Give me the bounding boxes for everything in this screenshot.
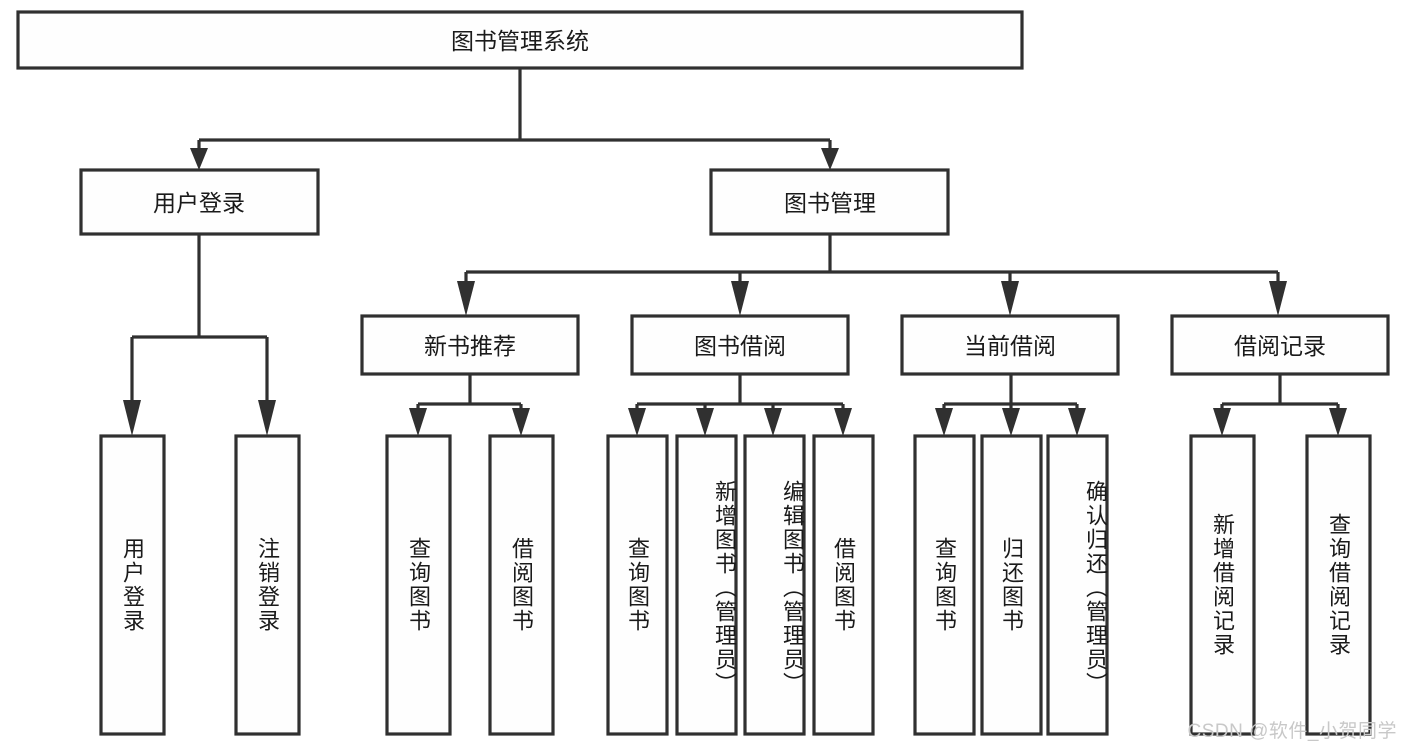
node-book-borrow[interactable]: 图书借阅 xyxy=(630,314,850,376)
arrowhead-leaf-add-book xyxy=(696,408,714,436)
node-current-borrow-box[interactable] xyxy=(900,314,1120,376)
arrowhead-leaf-query-book-1 xyxy=(409,408,427,436)
arrowhead-to-user-login xyxy=(190,148,208,170)
node-leaf-borrow-book-2-box[interactable] xyxy=(812,434,875,736)
node-book-manage-label: 图书管理 xyxy=(784,190,876,216)
arrowhead-leaf-confirm-return xyxy=(1068,408,1086,436)
arrowhead-leaf-query-book-2 xyxy=(628,408,646,436)
node-root[interactable]: 图书管理系统 xyxy=(16,10,1024,70)
node-leaf-add-book-box[interactable] xyxy=(675,434,738,736)
node-borrow-record-box[interactable] xyxy=(1170,314,1390,376)
node-leaf-add-record-box[interactable] xyxy=(1189,434,1256,736)
arrowhead-leaf-add-record xyxy=(1213,408,1231,436)
node-root-label: 图书管理系统 xyxy=(451,28,589,54)
node-root-box[interactable] xyxy=(16,10,1024,70)
arrowhead-leaf-edit-book xyxy=(764,408,782,436)
node-user-login[interactable]: 用户登录 xyxy=(79,168,320,236)
arrowhead-leaf-query-book-3 xyxy=(935,408,953,436)
node-leaf-query-book-2-box[interactable] xyxy=(606,434,669,736)
arrowhead-leaf-logout xyxy=(258,400,276,436)
node-borrow-record[interactable]: 借阅记录 xyxy=(1170,314,1390,376)
node-leaf-query-book-1-box[interactable] xyxy=(385,434,452,736)
node-leaf-query-book-3-box[interactable] xyxy=(913,434,976,736)
node-leaf-query-record-box[interactable] xyxy=(1305,434,1372,736)
arrowhead-to-book-borrow xyxy=(731,281,749,316)
nodes-layer: 图书管理系统 用户登录 图书管理 新书推荐 图书借阅 当前 xyxy=(16,10,1390,736)
arrowhead-to-borrow-record xyxy=(1269,281,1287,316)
node-new-book-rec[interactable]: 新书推荐 xyxy=(360,314,580,376)
node-leaf-confirm-return-box[interactable] xyxy=(1046,434,1109,736)
node-leaf-return-book-box[interactable] xyxy=(980,434,1043,736)
arrowhead-leaf-user-login xyxy=(123,400,141,436)
node-book-borrow-label: 图书借阅 xyxy=(694,333,786,359)
node-new-book-rec-box[interactable] xyxy=(360,314,580,376)
node-leaf-borrow-book-1-box[interactable] xyxy=(488,434,555,736)
arrowhead-leaf-borrow-book-1 xyxy=(512,408,530,436)
node-leaf-user-login-box[interactable] xyxy=(99,434,166,736)
node-current-borrow[interactable]: 当前借阅 xyxy=(900,314,1120,376)
node-user-login-box[interactable] xyxy=(79,168,320,236)
arrowheads-layer xyxy=(123,148,1347,436)
node-book-borrow-box[interactable] xyxy=(630,314,850,376)
node-borrow-record-label: 借阅记录 xyxy=(1234,333,1326,359)
arrowhead-leaf-borrow-book-2 xyxy=(834,408,852,436)
node-book-manage[interactable]: 图书管理 xyxy=(709,168,950,236)
arrowhead-to-current-borrow xyxy=(1001,281,1019,316)
arrowhead-leaf-query-record xyxy=(1329,408,1347,436)
node-current-borrow-label: 当前借阅 xyxy=(964,333,1056,359)
arrowhead-leaf-return-book xyxy=(1002,408,1020,436)
node-new-book-rec-label: 新书推荐 xyxy=(424,333,516,359)
node-leaf-edit-book-box[interactable] xyxy=(743,434,806,736)
arrowhead-to-book-manage xyxy=(821,148,839,170)
node-user-login-label: 用户登录 xyxy=(153,190,245,216)
arrowhead-to-new-book-rec xyxy=(457,281,475,316)
node-book-manage-box[interactable] xyxy=(709,168,950,236)
node-leaf-logout-box[interactable] xyxy=(234,434,301,736)
